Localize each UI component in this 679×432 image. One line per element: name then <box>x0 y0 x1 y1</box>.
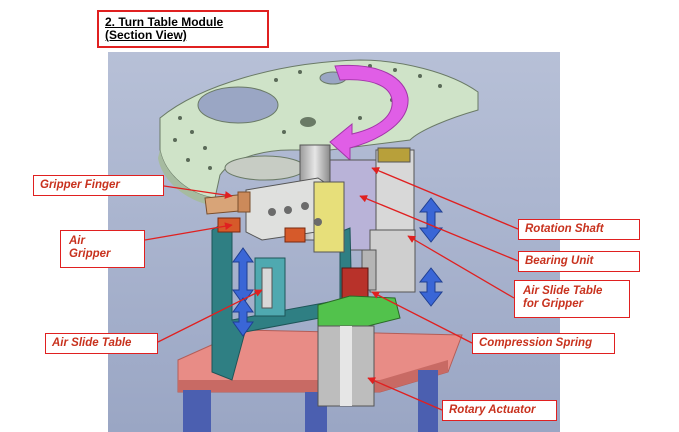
label-air-slide-gripper-line1: Air Slide Table <box>523 285 603 297</box>
label-compression-spring: Compression Spring <box>472 333 615 354</box>
air-slide-table-rail <box>261 267 273 309</box>
yellow-block <box>313 181 345 253</box>
gripper-finger-tip <box>237 191 251 213</box>
label-rotation-shaft: Rotation Shaft <box>518 219 640 240</box>
label-gripper-finger: Gripper Finger <box>33 175 164 196</box>
label-gripper-finger-text: Gripper Finger <box>40 179 120 191</box>
label-compression-spring-text: Compression Spring <box>479 337 593 349</box>
turntable-hole-large <box>197 86 279 124</box>
label-air-gripper: Air Gripper <box>60 230 145 268</box>
support-post-right <box>418 370 438 432</box>
label-bearing-unit: Bearing Unit <box>518 251 640 272</box>
support-post-left <box>183 390 211 432</box>
turntable-center-recess <box>224 155 306 181</box>
bearing-top-cap <box>377 147 411 163</box>
leader-lines <box>144 167 519 411</box>
label-air-slide-table: Air Slide Table <box>45 333 158 354</box>
label-air-slide-gripper-line2: for Gripper <box>523 298 584 310</box>
label-air-gripper-line1: Air <box>69 235 85 247</box>
label-rotary-actuator-text: Rotary Actuator <box>449 404 536 416</box>
air-gripper-right <box>284 227 306 243</box>
gripper-bolts <box>268 202 322 226</box>
label-air-gripper-line2: Gripper <box>69 248 111 260</box>
title-line-2: (Section View) <box>105 28 187 42</box>
label-rotary-actuator: Rotary Actuator <box>442 400 557 421</box>
rotary-actuator-highlight <box>340 326 352 406</box>
motion-arrow-right <box>418 197 444 307</box>
title-line-1: 2. Turn Table Module <box>105 15 224 29</box>
turntable-hub <box>300 117 316 127</box>
label-bearing-unit-text: Bearing Unit <box>525 255 594 267</box>
label-air-slide-table-for-gripper: Air Slide Table for Gripper <box>514 280 630 318</box>
page-title: 2. Turn Table Module (Section View) <box>97 10 269 48</box>
label-air-slide-table-text: Air Slide Table <box>52 337 132 349</box>
motion-arrow-left <box>232 247 254 337</box>
label-rotation-shaft-text: Rotation Shaft <box>525 223 604 235</box>
air-slide-gripper-body <box>369 229 416 293</box>
